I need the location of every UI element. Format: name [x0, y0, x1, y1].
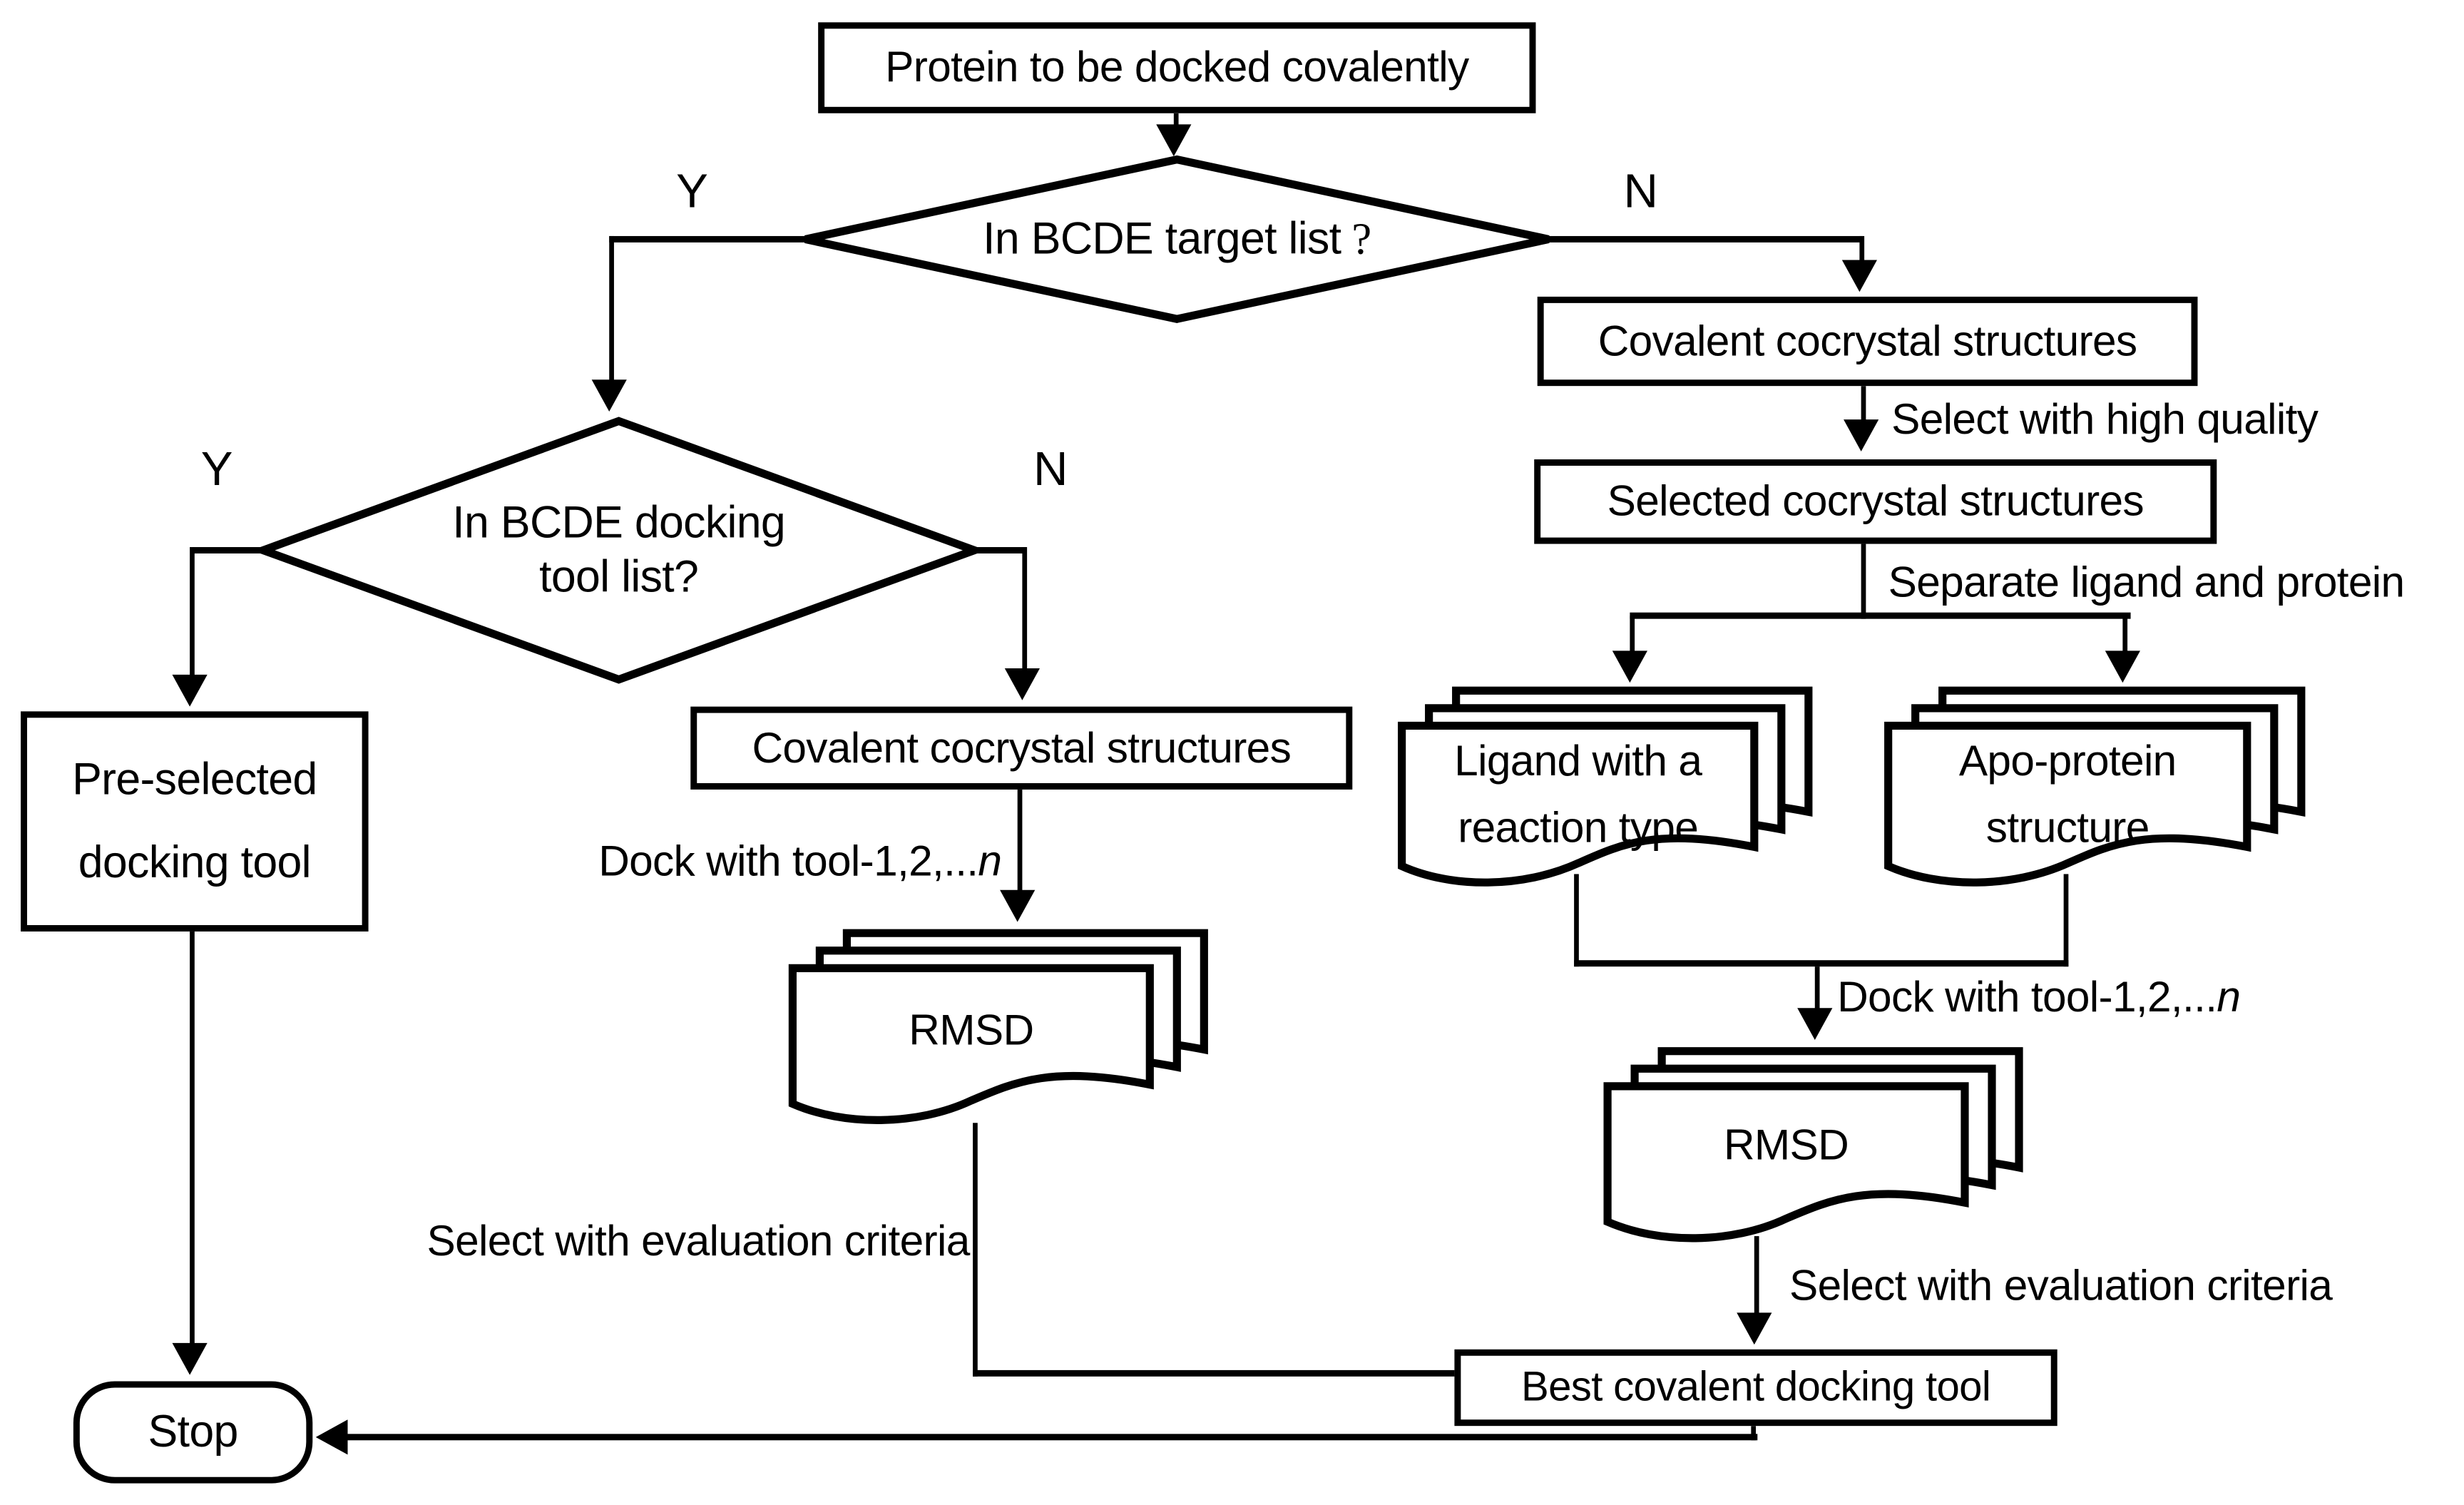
- covalent-cocrystal-right-node: Covalent cocrystal structures: [1537, 296, 2198, 387]
- start-node: Protein to be docked covalently: [818, 22, 1536, 113]
- branch-yes-target: Y: [676, 165, 708, 219]
- arrowhead-icon: [1000, 889, 1036, 922]
- arrowhead-icon: [1797, 1008, 1833, 1041]
- flow-line: [973, 1123, 978, 1377]
- arrowhead-icon: [1737, 1312, 1772, 1345]
- apo-document-stack: [1884, 686, 2306, 887]
- selected-cocrystal-node: Selected cocrystal structures: [1534, 459, 2217, 544]
- arrowhead-icon: [1156, 124, 1192, 157]
- apo-text: Apo-protein structure: [1883, 721, 2252, 868]
- start-label: Protein to be docked covalently: [885, 44, 1469, 92]
- edge-eval-right-label: Select with evaluation criteria: [1789, 1261, 2333, 1310]
- branch-no-target: N: [1623, 165, 1658, 219]
- arrowhead-icon: [1844, 419, 1879, 452]
- preselected-line2: docking tool: [78, 837, 312, 887]
- arrowhead-icon: [2105, 651, 2140, 683]
- flow-line: [973, 1369, 1458, 1377]
- edge-eval-mid-label: Select with evaluation criteria: [426, 1217, 970, 1265]
- apo-line2: structure: [1985, 804, 2150, 852]
- rmsd-right-document-stack: [1603, 1047, 2023, 1243]
- arrowhead-icon: [172, 674, 208, 707]
- flow-line: [1861, 544, 1866, 619]
- flow-line: [344, 1434, 1758, 1441]
- edge-select-quality-label: Select with high quality: [1891, 395, 2319, 444]
- decision-target-label: In BCDE target list: [983, 213, 1341, 262]
- arrowhead-icon: [1004, 668, 1041, 700]
- ligand-text: Ligand with a reaction type: [1397, 721, 1759, 868]
- rmsd-right-text: RMSD: [1602, 1081, 1969, 1209]
- flow-line: [1814, 966, 1820, 1011]
- flow-line: [2063, 874, 2069, 967]
- flow-line: [190, 931, 195, 1347]
- stop-label: Stop: [148, 1407, 239, 1457]
- preselected-tool-node: Pre-selected docking tool: [21, 711, 369, 932]
- flow-line: [2122, 616, 2128, 658]
- flow-line: [1173, 113, 1179, 130]
- selected-cocrystal-label: Selected cocrystal structures: [1607, 477, 2145, 526]
- best-tool-node: Best covalent docking tool: [1454, 1349, 2057, 1427]
- arrowhead-icon: [1612, 651, 1647, 683]
- flow-line: [1548, 235, 1863, 243]
- edge-dock-mid-label: Dock with tool-1,2,...n: [479, 836, 1002, 887]
- rmsd-mid-document-stack: [788, 929, 1208, 1124]
- arrowhead-icon: [1841, 260, 1878, 292]
- flow-line: [609, 235, 614, 383]
- flow-line: [1751, 1426, 1757, 1441]
- decision-target-diamond: [804, 155, 1550, 323]
- decision-target-text: In BCDE target list ?: [829, 210, 1525, 268]
- arrowhead-icon: [172, 1342, 208, 1375]
- covalent-cocrystal-mid-label: Covalent cocrystal structures: [752, 723, 1292, 772]
- flow-line: [609, 235, 810, 243]
- decision-tool-text: In BCDE docking tool list?: [324, 493, 914, 608]
- flow-line: [974, 547, 1026, 553]
- flow-line: [193, 547, 267, 553]
- edge-dock-right-text: Dock with tool-1,2,...: [1837, 973, 2217, 1021]
- decision-target-question-mark: ?: [1341, 214, 1371, 265]
- flow-line: [1017, 789, 1023, 892]
- flow-line: [1630, 612, 2131, 619]
- decision-tool-line1: In BCDE docking: [452, 497, 786, 548]
- flow-line: [1574, 960, 2069, 967]
- flow-line: [1861, 386, 1866, 428]
- edge-separate-label: Separate ligand and protein: [1888, 558, 2405, 606]
- flow-line: [1859, 235, 1865, 265]
- decision-tool-diamond: [251, 417, 986, 684]
- best-tool-label: Best covalent docking tool: [1521, 1362, 1991, 1411]
- covalent-cocrystal-mid-node: Covalent cocrystal structures: [690, 706, 1353, 790]
- flow-line: [1022, 547, 1028, 672]
- edge-dock-mid-n: n: [978, 837, 1002, 886]
- branch-yes-tool: Y: [200, 443, 233, 496]
- covalent-cocrystal-right-label: Covalent cocrystal structures: [1597, 317, 2137, 365]
- edge-dock-right-label: Dock with tool-1,2,...n: [1837, 971, 2241, 1023]
- flow-line: [1754, 1236, 1759, 1316]
- flow-line: [1630, 616, 1635, 658]
- apo-line1: Apo-protein: [1958, 737, 2177, 785]
- ligand-line2: reaction type: [1458, 804, 1699, 852]
- arrowhead-icon: [591, 379, 627, 412]
- arrowhead-icon: [315, 1419, 348, 1455]
- decision-tool-line2: tool list?: [539, 551, 699, 602]
- stop-node: Stop: [73, 1381, 313, 1484]
- branch-no-tool: N: [1033, 443, 1068, 496]
- edge-dock-right-n: n: [2217, 973, 2241, 1021]
- ligand-line1: Ligand with a: [1454, 737, 1702, 785]
- flow-line: [1574, 874, 1579, 967]
- flow-line: [190, 547, 195, 678]
- preselected-line1: Pre-selected: [72, 754, 317, 805]
- edge-dock-mid-text: Dock with tool-1,2,...: [598, 837, 978, 886]
- ligand-document-stack: [1398, 686, 1813, 887]
- rmsd-mid-text: RMSD: [788, 966, 1155, 1094]
- rmsd-right-label: RMSD: [1723, 1121, 1849, 1170]
- rmsd-mid-label: RMSD: [909, 1006, 1034, 1055]
